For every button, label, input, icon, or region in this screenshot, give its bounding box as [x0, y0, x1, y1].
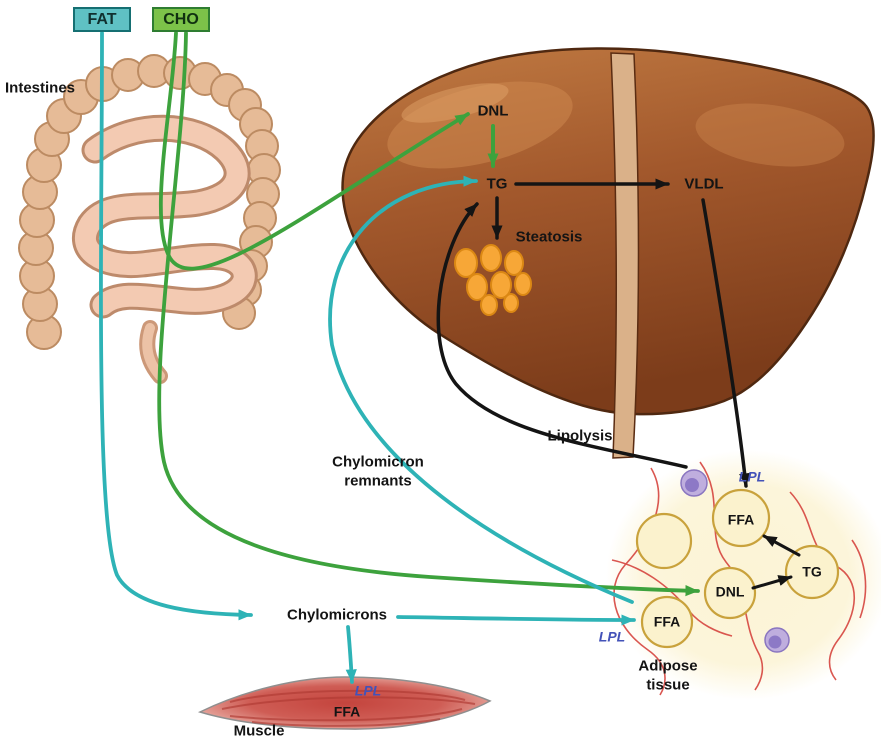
- immune-cell: [680, 469, 708, 497]
- rectum: [139, 320, 168, 384]
- chylomicrons-label: Chylomicrons: [286, 606, 388, 624]
- arrow-vldl-to-adipose-ffa: [701, 198, 751, 488]
- arrow-lipolysis-to-liver-tg: [436, 202, 688, 469]
- muscle-lpl-label: LPL: [354, 682, 382, 699]
- liver-gloss: [401, 83, 509, 123]
- adipose-lpl-bottom-label: LPL: [598, 628, 626, 645]
- adipose-dnl-label: DNL: [715, 583, 745, 600]
- muscle-label: Muscle: [233, 722, 285, 740]
- lipolysis-label: Lipolysis: [547, 427, 613, 445]
- arrow-chylomicrons-to-adipose-ffa: [396, 614, 636, 626]
- adipose-lpl-top-label: LPL: [738, 468, 766, 485]
- intestines-illustration: [18, 54, 281, 384]
- muscle-ffa-label: FFA: [333, 703, 361, 720]
- small-intestine-coils: [72, 114, 258, 319]
- adipose-ffa-top-label: FFA: [727, 511, 755, 528]
- adipose-illustration: [606, 450, 881, 700]
- arrow-cho-to-adipose-dnl: [157, 31, 700, 597]
- chylomicron-remnants-label: Chylomicron remnants: [332, 453, 424, 489]
- adipose-tg-label: TG: [802, 563, 822, 580]
- arrow-chylomicrons-to-muscle: [345, 625, 357, 684]
- adipose-tissue-label: Adipose tissue: [638, 657, 698, 693]
- fat-input-box: FAT: [73, 7, 131, 32]
- liver-tg-label: TG: [486, 175, 508, 193]
- cho-input-box: CHO: [152, 7, 210, 32]
- arrow-remnants-to-liver-tg: [328, 175, 634, 604]
- adipose-ffa-bottom-label: FFA: [653, 613, 681, 630]
- arrow-adipose-dnl-to-tg: [751, 575, 793, 590]
- liver-illustration: [341, 47, 875, 459]
- immune-cell: [764, 627, 790, 653]
- adipocytes: [635, 488, 840, 649]
- arrow-adipose-tg-to-ffa: [762, 534, 801, 557]
- arrow-cho-to-liver-dnl: [158, 31, 470, 271]
- liver-highlight: [695, 103, 845, 167]
- liver-dnl-label: DNL: [477, 102, 509, 120]
- muscle-striations: [221, 689, 476, 727]
- liver-vldl-label: VLDL: [684, 175, 724, 193]
- arrow-fat-to-chylomicrons: [99, 31, 253, 621]
- muscle-illustration: [197, 676, 492, 730]
- steatosis-label: Steatosis: [515, 228, 583, 246]
- lipid-droplets: [454, 244, 532, 316]
- intestines-label: Intestines: [5, 79, 76, 97]
